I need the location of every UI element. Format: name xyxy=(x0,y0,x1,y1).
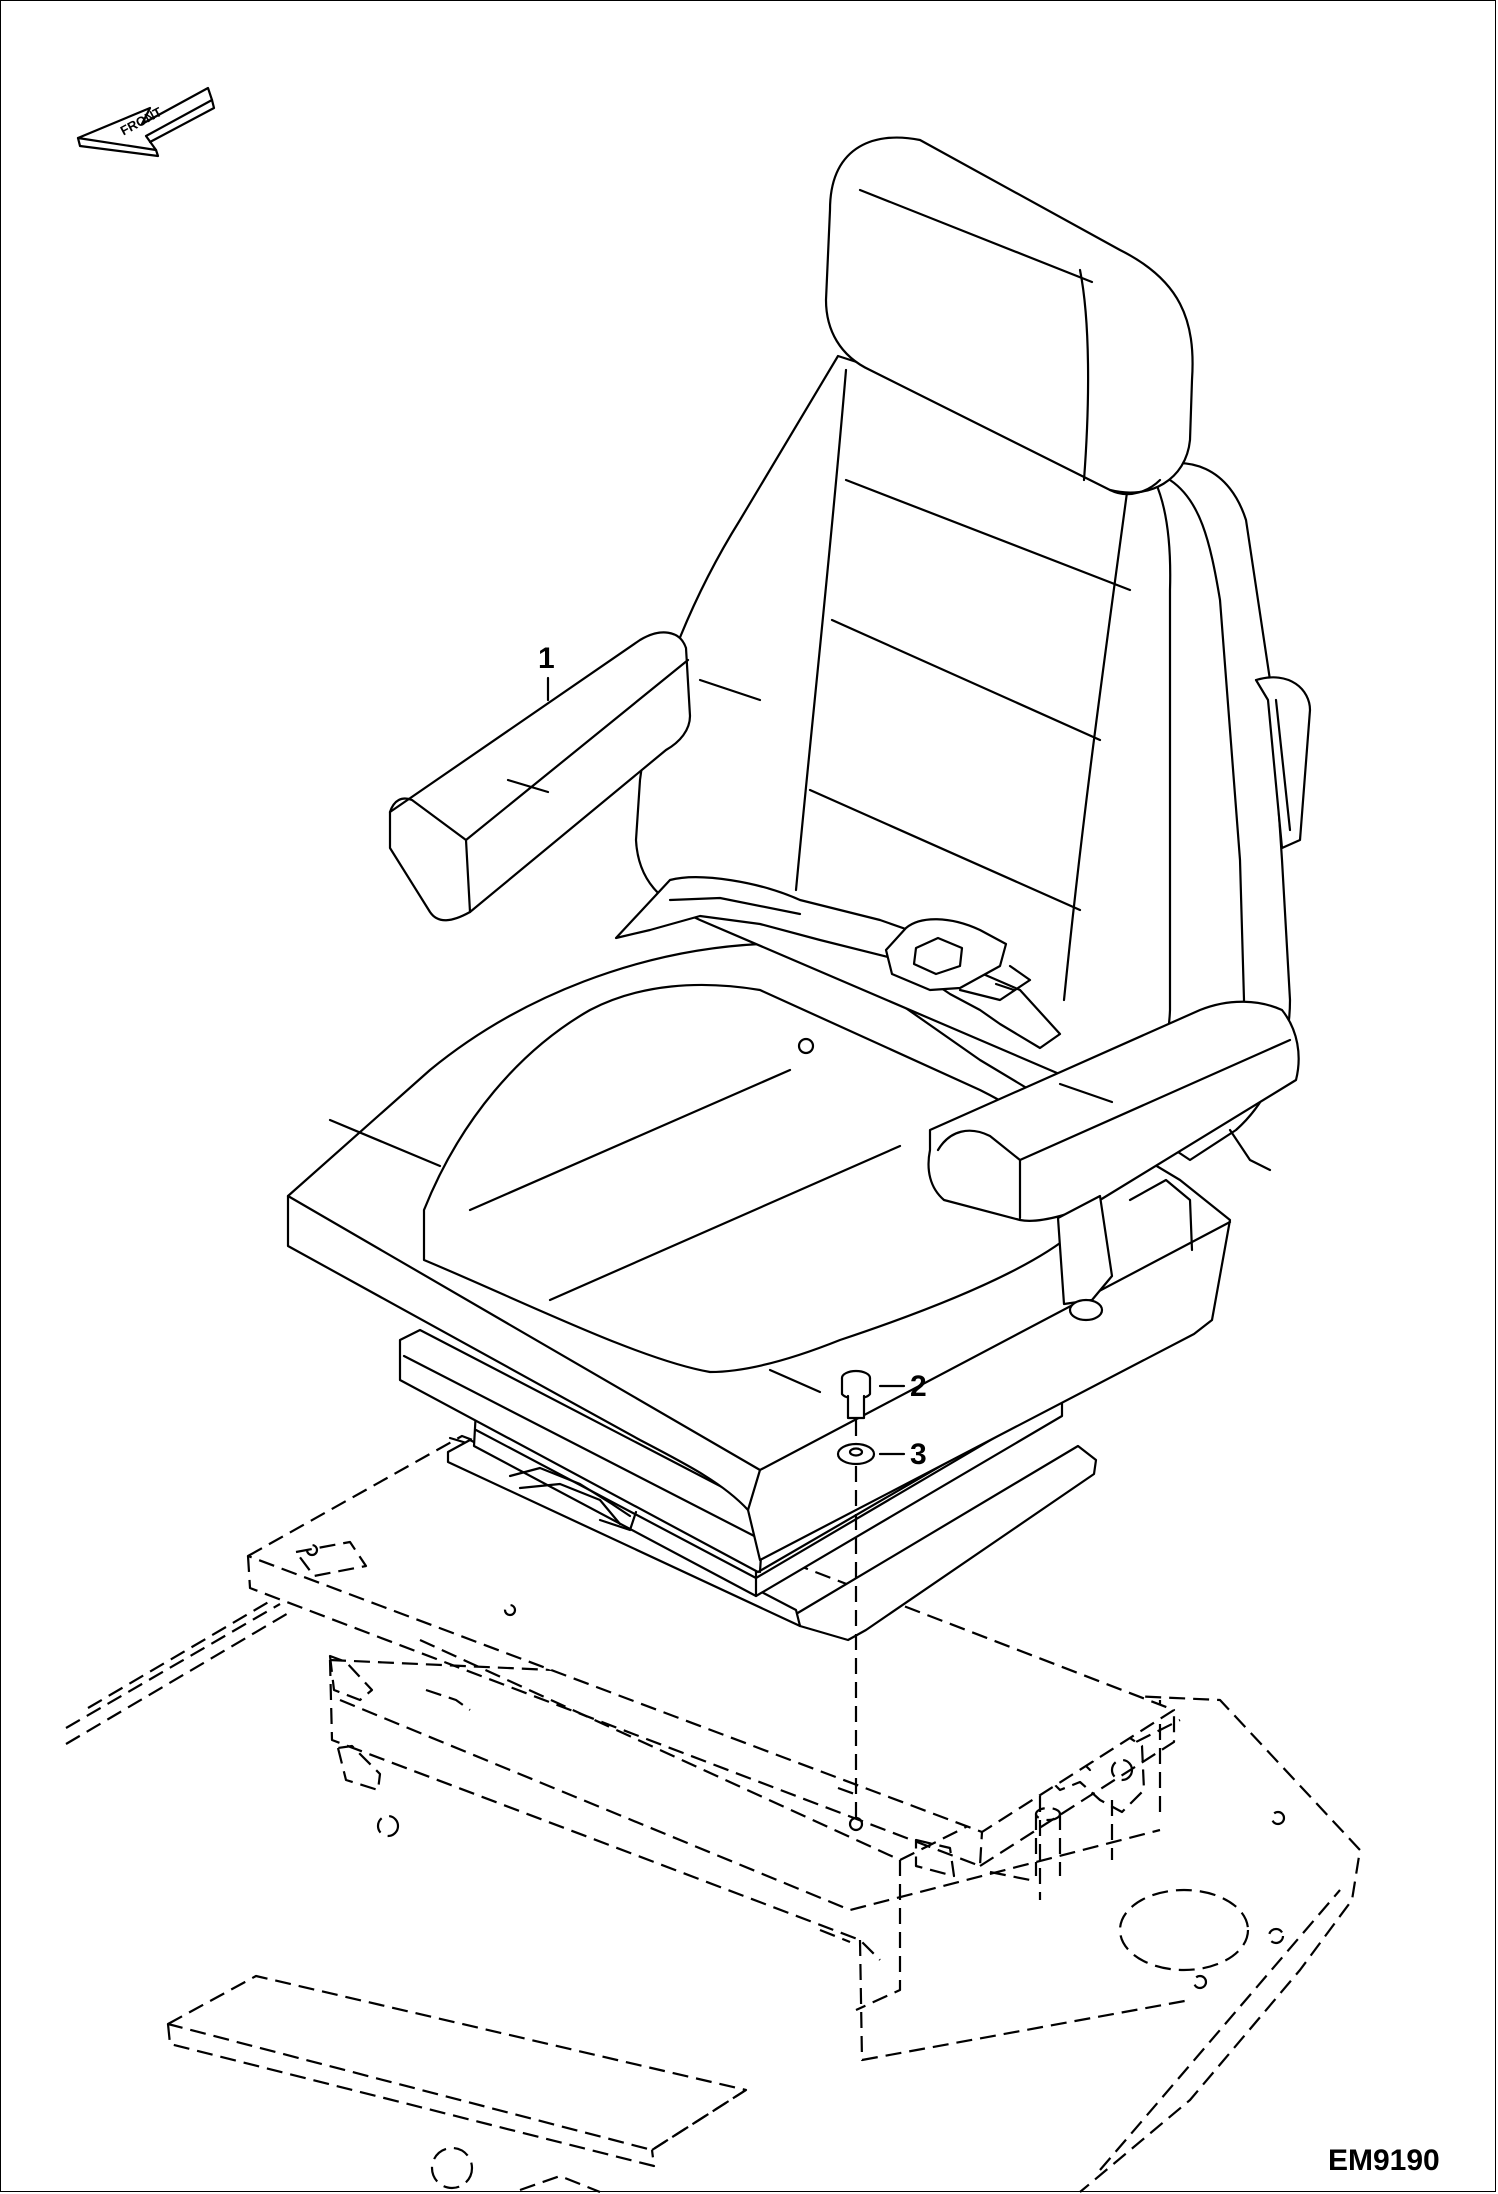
callout-2-number: 2 xyxy=(910,1370,927,1403)
callout-1-number: 1 xyxy=(538,642,555,675)
mounting-plate xyxy=(246,1434,1176,1882)
callout-3-number: 3 xyxy=(910,1438,927,1471)
bolt-part xyxy=(840,1369,872,1420)
right-armrest xyxy=(927,1000,1300,1322)
drawing-code: EM9190 xyxy=(1328,2144,1440,2177)
seat-belt xyxy=(614,876,1062,1050)
washer-part xyxy=(836,1442,876,1466)
callout-2: 2 xyxy=(878,1370,927,1403)
callout-3: 3 xyxy=(878,1438,927,1471)
mount-hole xyxy=(848,1816,864,1832)
callout-1: 1 xyxy=(538,642,555,702)
front-arrow-icon: FRONT xyxy=(76,86,216,158)
seat-cushion xyxy=(286,942,1232,1562)
left-armrest xyxy=(388,631,692,922)
